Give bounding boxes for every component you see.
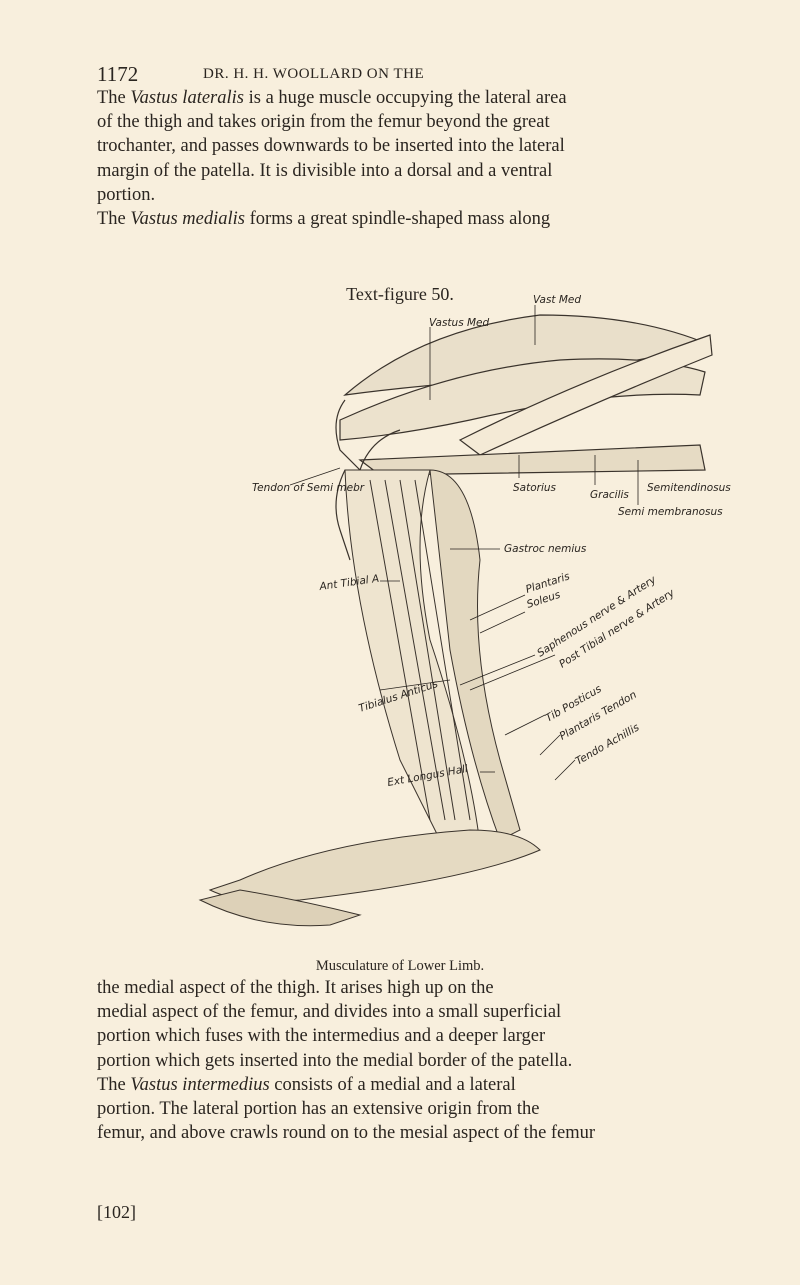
text-run: femur, and above crawls round on to the … — [97, 1123, 596, 1144]
plate-number: [102] — [97, 1202, 136, 1222]
text-run: portion. The lateral portion has an exte… — [97, 1099, 540, 1119]
figure-title: Text-figure 50. — [346, 284, 454, 304]
text-run: margin of the patella. It is divisible i… — [97, 160, 553, 181]
label-vastus-med: Vastus Med — [429, 317, 490, 329]
text-line: the medial aspect of the thigh. It arise… — [97, 976, 494, 1000]
page-number: 1172 — [97, 62, 139, 86]
text-line: portion. The lateral portion has an exte… — [97, 1097, 540, 1121]
text-line: margin of the patella. It is divisible i… — [97, 159, 552, 183]
thigh-muscles-drawing — [335, 314, 713, 561]
label-satorius: Satorius — [513, 482, 557, 494]
label-semimembranosus: Semi membranosus — [618, 506, 723, 518]
italic-term: Vastus lateralis — [130, 88, 244, 108]
leader-lines — [289, 305, 639, 781]
running-title: DR. H. H. WOOLLARD ON THE — [203, 66, 425, 82]
label-semitendinosus: Semitendinosus — [647, 482, 731, 494]
label-gracilis: Gracilis — [590, 489, 629, 501]
text-run: medial aspect of the femur, and divides … — [97, 1002, 562, 1023]
leg-drawing — [198, 469, 541, 927]
text-line: portion which gets inserted into the med… — [97, 1049, 572, 1073]
text-line: trochanter, and passes downwards to be i… — [97, 134, 565, 158]
italic-term: Vastus medialis — [130, 209, 245, 229]
text-line: medial aspect of the femur, and divides … — [97, 1000, 561, 1024]
label-gastrocnemius: Gastroc nemius — [504, 543, 587, 555]
label-vast-med: Vast Med — [533, 294, 581, 306]
text-run: forms a great spindle-shaped mass along — [245, 209, 551, 229]
text-line: of the thigh and takes origin from the f… — [97, 110, 550, 134]
text-run: The — [97, 209, 131, 229]
text-run: consists of a medial and a lateral — [269, 1074, 516, 1095]
figure-caption: Musculature of Lower Limb. — [315, 958, 485, 974]
text-run: trochanter, and passes downwards to be i… — [97, 136, 565, 157]
text-line: femur, and above crawls round on to the … — [97, 1121, 595, 1145]
italic-term: Vastus intermedius — [130, 1074, 270, 1095]
text-run: portion which gets inserted into the med… — [97, 1050, 573, 1071]
text-run: The — [97, 88, 131, 108]
text-run: of the thigh and takes origin from the f… — [97, 112, 550, 133]
text-run: portion which fuses with the intermedius… — [97, 1026, 546, 1047]
text-line: The Vastus medialis forms a great spindl… — [97, 207, 550, 231]
text-run: is a huge muscle occupying the lateral a… — [243, 88, 567, 108]
text-run: The — [97, 1074, 131, 1095]
text-line: The Vastus intermedius consists of a med… — [97, 1073, 516, 1097]
text-run: portion. — [97, 184, 156, 205]
text-run: the medial aspect of the thigh. It arise… — [97, 978, 494, 998]
text-line: The Vastus lateralis is a huge muscle oc… — [97, 86, 567, 110]
text-line: portion which fuses with the intermedius… — [97, 1024, 545, 1048]
text-line: portion. — [97, 183, 155, 207]
musculature-illustration: Vast Med Vastus Med Tendon of Semi mebr … — [198, 294, 731, 927]
label-tendon-semi-mebr: Tendon of Semi mebr — [252, 482, 365, 494]
